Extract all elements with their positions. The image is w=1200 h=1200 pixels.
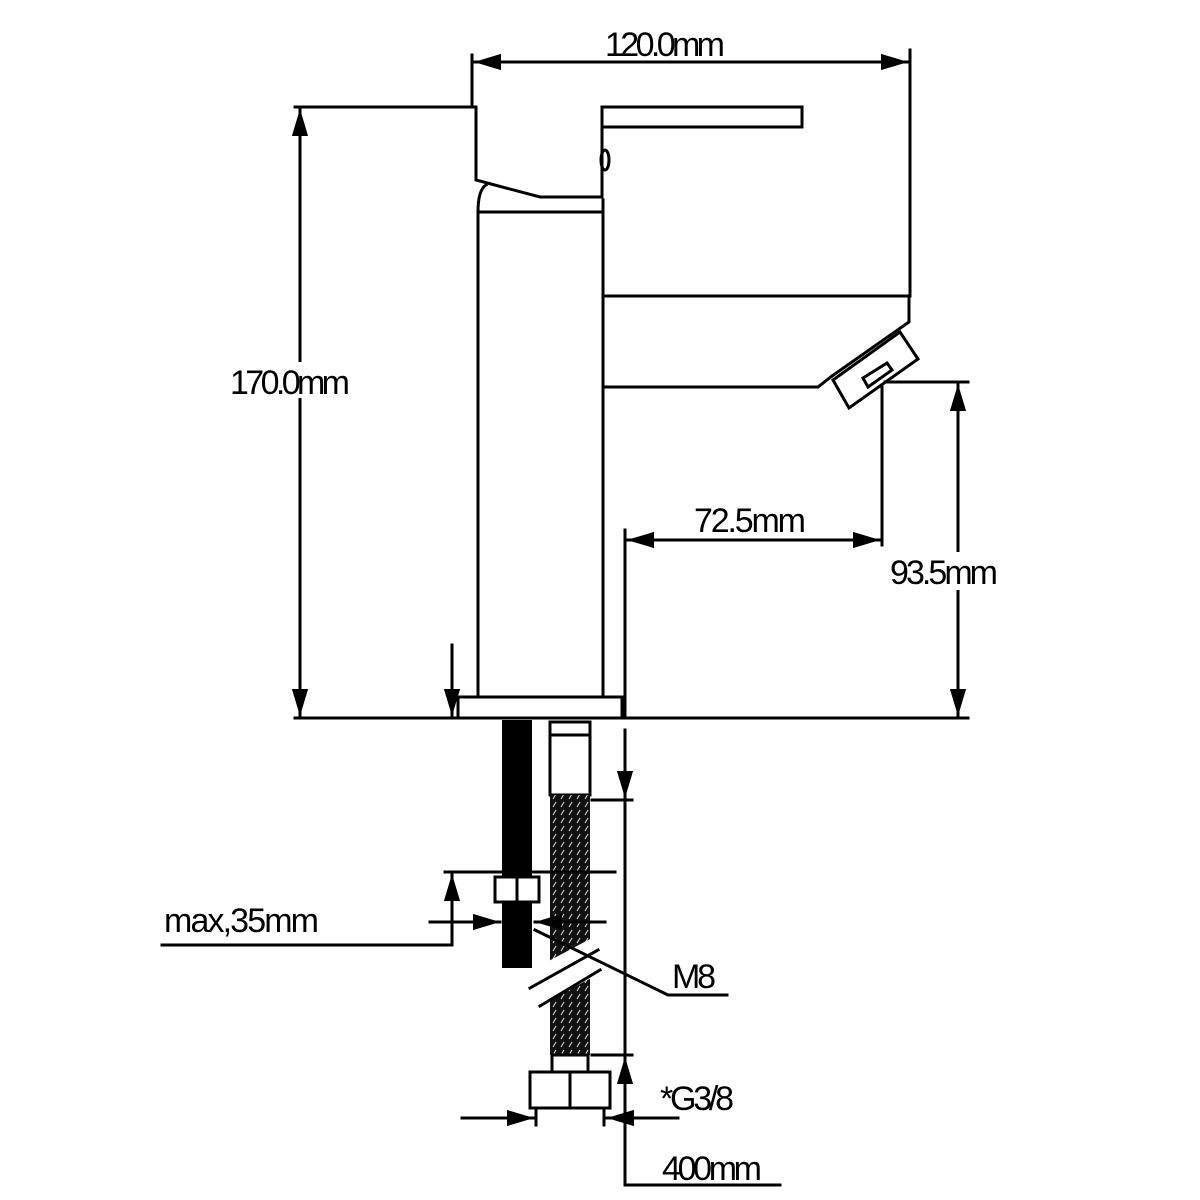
thread-callout: M8 [532,927,729,997]
hose-length-label: 400mm [662,1150,762,1188]
reach-label: 72.5mm [694,502,806,540]
spout-height-dimension: 93.5mm [883,380,1000,718]
base-plate [456,695,624,720]
connection-label: *G3/8 [660,1080,734,1118]
reach-dimension: 72.5mm [623,383,884,720]
spout-height-label: 93.5mm [890,554,998,592]
connection-dimension: *G3/8 [460,1080,734,1127]
counter-thickness-dimension: max,35mm [160,643,617,947]
height-dimension: 170.0mm [230,105,478,718]
handle-pivot [599,148,611,172]
faucet-body [456,105,921,720]
thread-label: M8 [672,958,716,996]
width-dimension: 120.0mm [470,26,912,298]
width-label: 120.0mm [605,26,725,64]
thickness-label: max,35mm [164,902,319,940]
height-label: 170.0mm [230,364,350,402]
aerator [831,329,921,411]
threaded-rod [493,720,541,968]
